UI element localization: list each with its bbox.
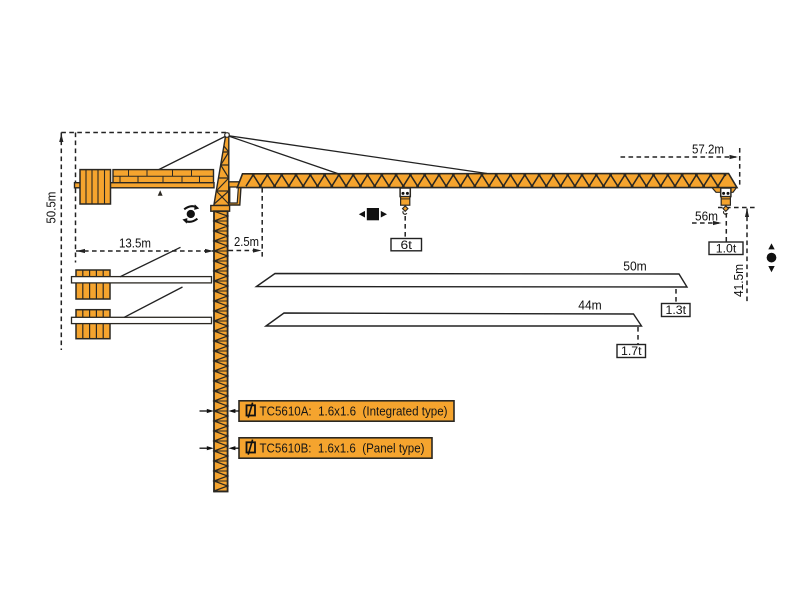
svg-text:1.0t: 1.0t (716, 241, 737, 255)
svg-text:2.5m: 2.5m (234, 234, 259, 249)
svg-text:13.5m: 13.5m (119, 235, 151, 250)
svg-text:TC5610A: 1.6x1.6 (Integrated: TC5610A: 1.6x1.6 (Integrated type) (260, 405, 448, 419)
svg-text:57.2m: 57.2m (692, 142, 724, 157)
svg-text:TC5610B: 1.6x1.6 (Panel type: TC5610B: 1.6x1.6 (Panel type) (260, 442, 425, 456)
svg-text:50.5m: 50.5m (44, 192, 59, 224)
svg-text:56m: 56m (695, 209, 718, 224)
svg-text:50m: 50m (623, 259, 647, 274)
svg-text:44m: 44m (578, 298, 602, 313)
svg-text:1.7t: 1.7t (621, 344, 642, 358)
svg-text:6t: 6t (401, 238, 413, 252)
svg-text:41.5m: 41.5m (731, 264, 746, 297)
svg-text:1.3t: 1.3t (666, 303, 687, 317)
